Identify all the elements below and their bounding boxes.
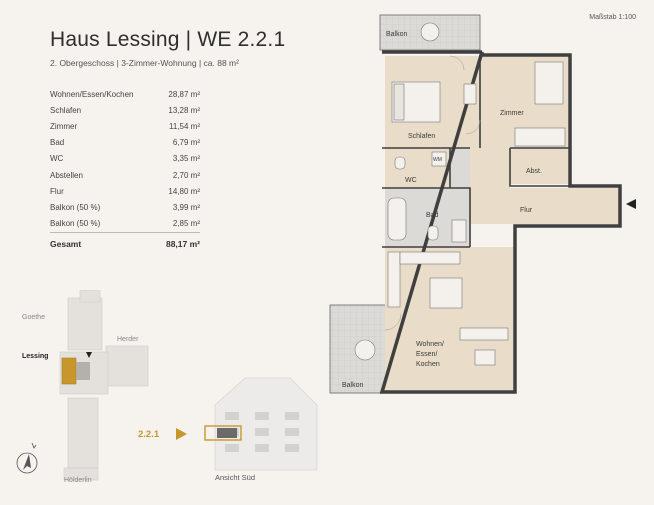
room-area: 28,87 m² — [168, 89, 200, 99]
label-zimmer: Zimmer — [500, 110, 524, 117]
room-name: Balkon (50 %) — [50, 219, 101, 229]
highlighted-unit-elevation — [204, 425, 242, 441]
site-label-hoelderlin: Hölderlin — [64, 477, 92, 484]
view-label: Ansicht Süd — [215, 473, 256, 482]
label-flur: Flur — [520, 207, 533, 214]
floor-plan-drawing: Balkon Schlafen Zimmer WC WM Abst. Bad F… — [329, 14, 636, 394]
total-area: 88,17 m² — [156, 231, 200, 255]
room-area: 14,80 m² — [168, 186, 200, 196]
label-wohnen-1: Wohnen/ — [416, 341, 444, 348]
room-name: Flur — [50, 186, 64, 196]
room-area: 6,79 m² — [172, 138, 200, 148]
bathtub — [387, 197, 407, 241]
label-bad: Bad — [426, 212, 439, 219]
site-plan: Goethe Herder Lessing Hölderlin — [0, 289, 180, 500]
table-row: Wohnen/Essen/Kochen 28,87 m² — [50, 86, 200, 102]
site-label-herder: Herder — [117, 336, 139, 343]
floor-plan: Balkon Schlafen Zimmer WC WM Abst. Bad F… — [320, 0, 654, 420]
table-row: WC 3,35 m² — [50, 151, 200, 167]
single-bed — [534, 61, 564, 105]
room-area: 11,54 m² — [169, 121, 200, 131]
table-row: Flur 14,80 m² — [50, 183, 200, 199]
scale-label: Maßstab 1:100 — [589, 14, 636, 21]
sofa — [459, 327, 509, 341]
room-name: Balkon (50 %) — [50, 202, 101, 212]
page-subtitle: 2. Obergeschoss | 3-Zimmer-Wohnung | ca.… — [50, 58, 239, 68]
dining-table — [429, 277, 463, 309]
label-abst: Abst. — [526, 168, 542, 175]
compass-north-icon — [16, 442, 38, 474]
room-name: Zimmer — [50, 121, 78, 131]
table-row: Schlafen 13,28 m² — [50, 102, 200, 118]
room-name: Abstellen — [50, 170, 83, 180]
room-name: Schlafen — [50, 105, 82, 115]
south-elevation — [204, 377, 318, 471]
room-area: 3,99 m² — [172, 202, 200, 212]
table-row: Balkon (50 %) 2,85 m² — [50, 216, 200, 233]
table-row: Bad 6,79 m² — [50, 135, 200, 151]
site-label-goethe: Goethe — [22, 314, 45, 321]
highlighted-unit — [61, 357, 77, 385]
label-wohnen-3: Kochen — [416, 361, 440, 368]
site-plan-drawing — [59, 289, 149, 481]
position-marker-icon — [86, 352, 92, 358]
label-wohnen-2: Essen/ — [416, 351, 437, 358]
table-row: Abstellen 2,70 m² — [50, 167, 200, 183]
area-table: Wohnen/Essen/Kochen 28,87 m² Schlafen 13,2… — [50, 86, 200, 255]
label-balkon-bottom: Balkon — [342, 382, 364, 389]
room-name: WC — [50, 154, 64, 164]
room-area: 13,28 m² — [168, 105, 200, 115]
label-wc: WC — [405, 177, 417, 184]
label-schlafen: Schlafen — [408, 133, 435, 140]
kitchen-counter — [387, 251, 401, 308]
unit-label: 2.2.1 — [138, 429, 160, 440]
table-row: Balkon (50 %) 3,99 m² — [50, 199, 200, 215]
entrance-arrow-icon — [626, 199, 636, 209]
label-balkon-top: Balkon — [386, 31, 408, 38]
room-area: 2,70 m² — [172, 170, 200, 180]
page-title: Haus Lessing | WE 2.2.1 — [50, 28, 286, 51]
site-label-lessing: Lessing — [22, 353, 49, 360]
room-area: 3,35 m² — [172, 154, 200, 164]
unit-pointer-icon — [176, 428, 187, 440]
table-row: Zimmer 11,54 m² — [50, 118, 200, 134]
room-area: 2,85 m² — [172, 219, 200, 229]
total-label: Gesamt — [50, 231, 157, 255]
room-name: Wohnen/Essen/Kochen — [50, 89, 134, 99]
label-wm: WM — [433, 157, 442, 163]
room-name: Bad — [50, 138, 65, 148]
